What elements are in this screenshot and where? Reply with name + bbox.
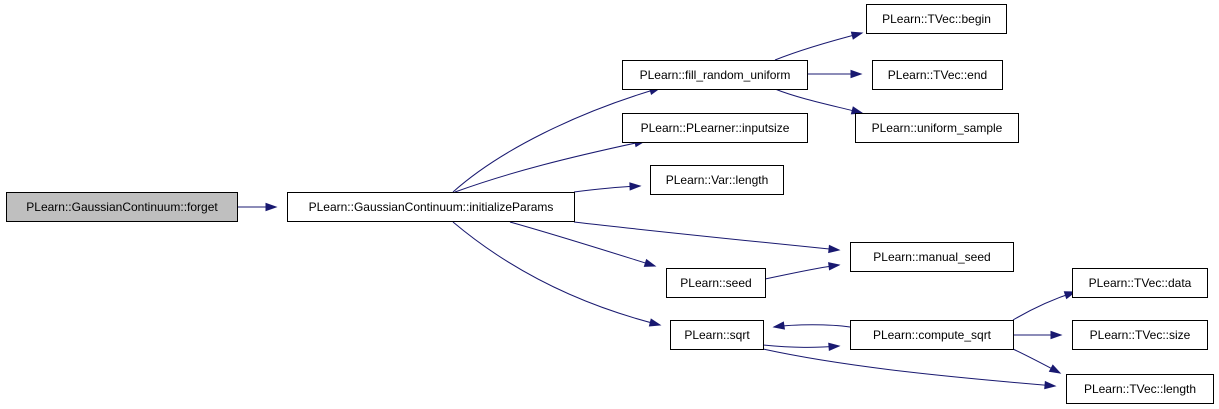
arrowhead-icon — [1048, 364, 1062, 374]
node-box — [872, 60, 1003, 90]
node-box — [622, 113, 808, 143]
edge-line — [452, 221, 661, 326]
arrowhead-icon — [828, 244, 841, 254]
node-box — [666, 268, 766, 298]
node-box — [670, 320, 764, 350]
node-tvec_end[interactable]: PLearn::TVec::end — [872, 60, 1003, 90]
edge-initializeParams-to-inputsize — [454, 139, 647, 193]
edge-fill_random_uniform-to-tvec_begin — [774, 31, 864, 61]
edge-forget-to-initializeParams — [237, 202, 278, 212]
edge-initializeParams-to-manual_seed — [573, 221, 841, 254]
node-forget[interactable]: PLearn::GaussianContinuum::forget — [6, 192, 238, 222]
node-label: PLearn::Var::length — [666, 173, 769, 187]
arrowhead-icon — [850, 106, 864, 115]
node-label: PLearn::TVec::length — [1084, 382, 1196, 396]
node-box — [1072, 320, 1208, 350]
edge-line — [762, 344, 840, 348]
node-inputsize[interactable]: PLearn::PLearner::inputsize — [622, 113, 808, 143]
node-box — [287, 192, 575, 222]
edges-layer — [237, 31, 1077, 390]
node-label: PLearn::TVec::data — [1089, 276, 1192, 290]
arrowhead-icon — [1050, 330, 1063, 340]
edge-line — [764, 264, 840, 280]
arrowhead-icon — [850, 69, 863, 79]
node-tvec_data[interactable]: PLearn::TVec::data — [1072, 268, 1208, 298]
edge-sqrt-to-tvec_length — [762, 348, 1057, 390]
node-tvec_length[interactable]: PLearn::TVec::length — [1066, 374, 1214, 404]
node-var_length[interactable]: PLearn::Var::length — [650, 165, 784, 195]
edge-line — [509, 221, 656, 267]
edge-compute_sqrt-to-tvec_data — [1012, 291, 1077, 321]
node-box — [850, 320, 1014, 350]
node-label: PLearn::GaussianContinuum::forget — [26, 200, 218, 214]
node-manual_seed[interactable]: PLearn::manual_seed — [850, 242, 1014, 272]
arrowhead-icon — [1044, 380, 1057, 390]
node-box — [855, 113, 1019, 143]
node-label: PLearn::uniform_sample — [872, 121, 1003, 135]
node-label: PLearn::PLearner::inputsize — [641, 121, 790, 135]
edge-line — [773, 324, 851, 328]
edge-compute_sqrt-to-tvec_length — [1012, 348, 1062, 374]
node-box — [1072, 268, 1208, 298]
node-seed[interactable]: PLearn::seed — [666, 268, 766, 298]
arrowhead-icon — [629, 182, 642, 191]
arrowhead-icon — [265, 202, 278, 212]
node-tvec_size[interactable]: PLearn::TVec::size — [1072, 320, 1208, 350]
node-box — [6, 192, 238, 222]
edge-seed-to-manual_seed — [764, 262, 841, 280]
node-label: PLearn::GaussianContinuum::initializePar… — [309, 200, 554, 214]
node-sqrt[interactable]: PLearn::sqrt — [670, 320, 764, 350]
arrowhead-icon — [643, 258, 657, 267]
edge-fill_random_uniform-to-uniform_sample — [774, 88, 864, 115]
node-label: PLearn::fill_random_uniform — [640, 68, 791, 82]
node-label: PLearn::TVec::end — [888, 68, 987, 82]
edge-line — [452, 87, 661, 193]
node-label: PLearn::seed — [680, 276, 751, 290]
edge-line — [573, 221, 840, 251]
edge-line — [774, 32, 863, 61]
edge-line — [454, 140, 646, 193]
node-initializeParams[interactable]: PLearn::GaussianContinuum::initializePar… — [287, 192, 575, 222]
arrowhead-icon — [772, 321, 785, 330]
node-compute_sqrt[interactable]: PLearn::compute_sqrt — [850, 320, 1014, 350]
arrowhead-icon — [648, 318, 662, 327]
node-tvec_begin[interactable]: PLearn::TVec::begin — [866, 4, 1007, 34]
node-uniform_sample[interactable]: PLearn::uniform_sample — [855, 113, 1019, 143]
node-label: PLearn::TVec::size — [1090, 328, 1191, 342]
arrowhead-icon — [850, 31, 864, 40]
arrowhead-icon — [828, 262, 841, 271]
arrowhead-icon — [828, 342, 841, 352]
node-label: PLearn::sqrt — [684, 328, 750, 342]
node-box — [866, 4, 1007, 34]
node-box — [850, 242, 1014, 272]
node-box — [622, 60, 808, 90]
edge-initializeParams-to-var_length — [573, 182, 642, 193]
edge-line — [774, 88, 863, 114]
edge-compute_sqrt-to-tvec_size — [1013, 330, 1063, 340]
edge-line — [762, 348, 1056, 387]
node-label: PLearn::TVec::begin — [882, 12, 991, 26]
edge-sqrt-to-compute_sqrt — [762, 342, 841, 352]
edge-initializeParams-to-sqrt — [452, 221, 662, 327]
node-label: PLearn::manual_seed — [873, 250, 990, 264]
edge-initializeParams-to-seed — [509, 221, 657, 267]
node-box — [650, 165, 784, 195]
node-fill_random_uniform[interactable]: PLearn::fill_random_uniform — [622, 60, 808, 90]
node-label: PLearn::compute_sqrt — [873, 328, 992, 342]
edge-fill_random_uniform-to-tvec_end — [807, 69, 863, 79]
edge-compute_sqrt-to-sqrt — [772, 321, 851, 330]
node-box — [1066, 374, 1214, 404]
